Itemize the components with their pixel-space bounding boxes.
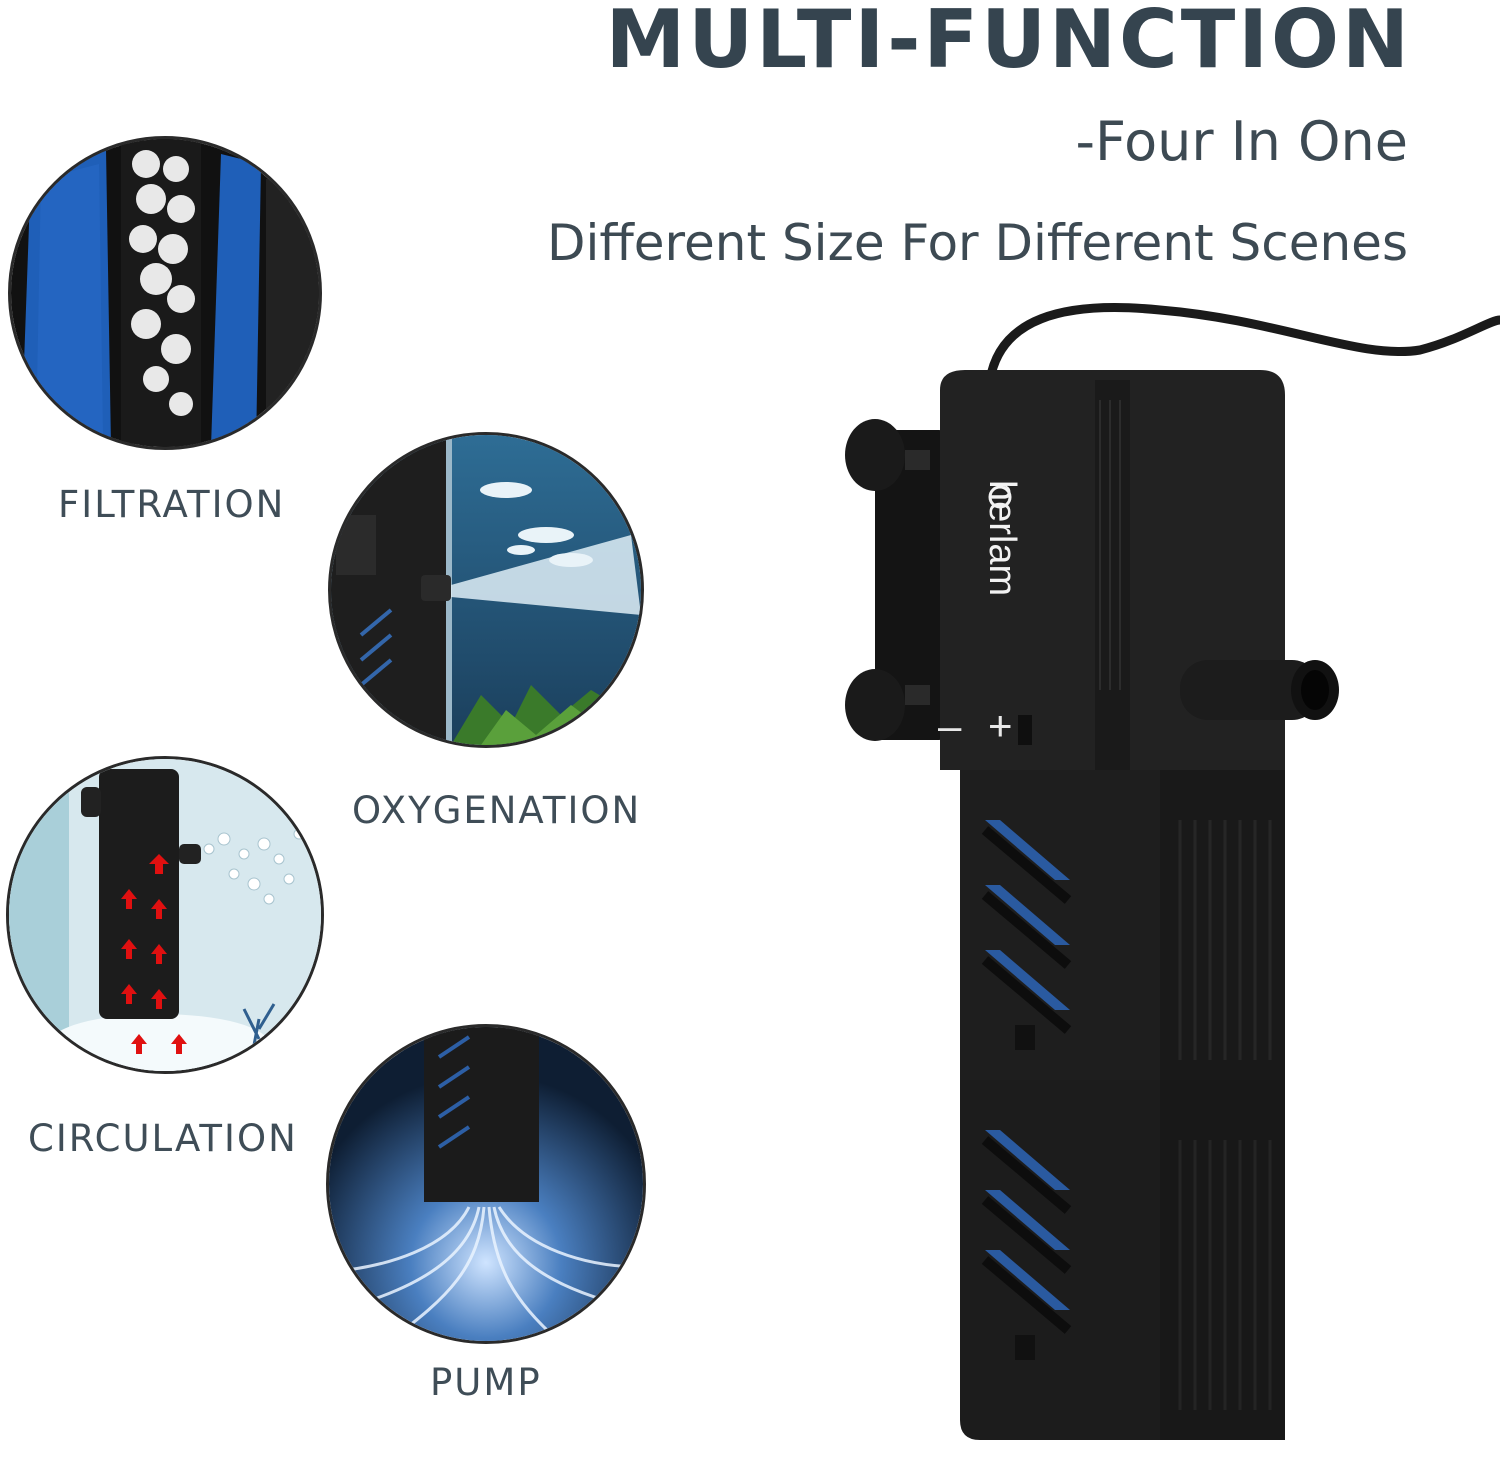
flow-minus-label: –	[938, 702, 962, 749]
circulation-image	[6, 756, 324, 1074]
feature-label-pump: PUMP	[430, 1361, 542, 1404]
pump-icon	[329, 1027, 643, 1341]
pump-image	[326, 1024, 646, 1344]
oxygenation-image	[328, 432, 644, 748]
flow-plus-label: +	[988, 702, 1013, 749]
oxygenation-icon	[331, 435, 641, 745]
page-title: MULTI-FUNCTION	[605, 0, 1412, 86]
page-tagline: Different Size For Different Scenes	[546, 214, 1408, 272]
circulation-icon	[9, 759, 321, 1071]
feature-label-circulation: CIRCULATION	[28, 1117, 298, 1160]
feature-label-filtration: FILTRATION	[58, 483, 286, 526]
feature-label-oxygenation: OXYGENATION	[352, 789, 642, 832]
filtration-icon	[11, 139, 319, 447]
page-subtitle: -Four In One	[1075, 110, 1408, 173]
product-image: herlam – +	[800, 300, 1500, 1464]
filtration-image	[8, 136, 322, 450]
brand-logo: herlam	[981, 480, 1023, 596]
aquarium-filter-icon: herlam – +	[845, 303, 1500, 1440]
